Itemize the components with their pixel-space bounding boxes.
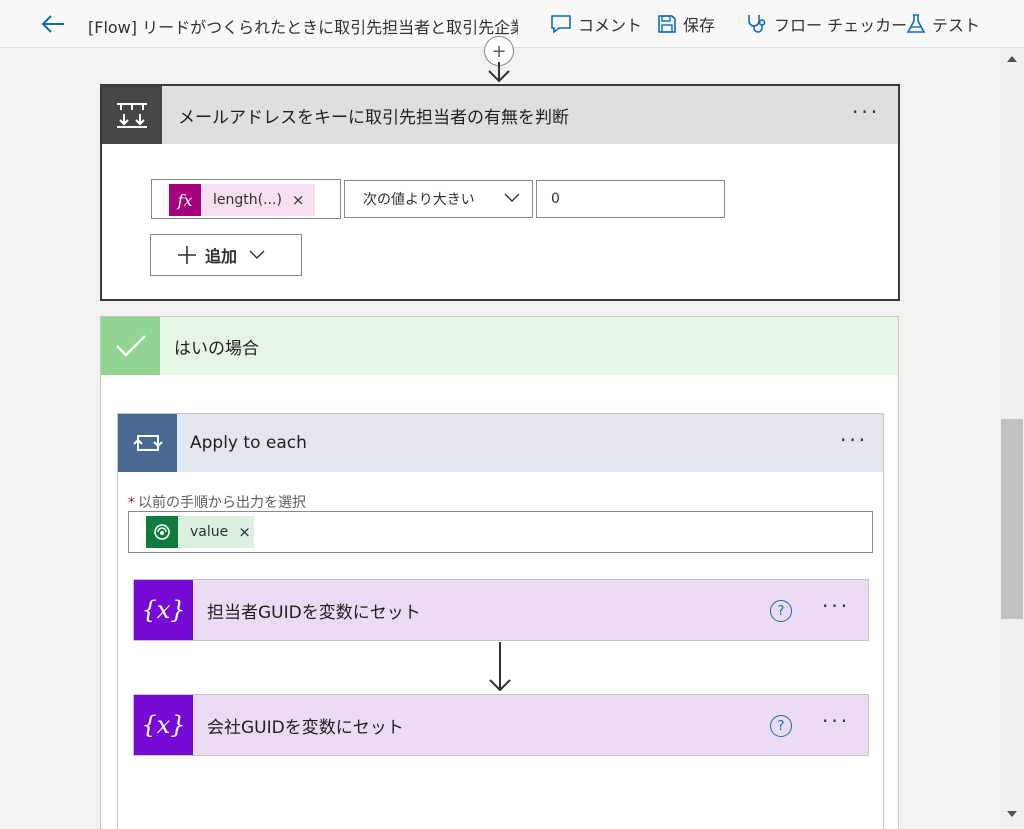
- loop-icon: [118, 414, 177, 472]
- save-icon: [658, 15, 676, 33]
- output-field-label-text: 以前の手順から出力を選択: [138, 495, 306, 511]
- expression-token-label: length(...): [213, 192, 282, 208]
- apply-to-each-more-button[interactable]: ···: [840, 428, 869, 452]
- yes-branch-header: はいの場合: [101, 317, 898, 375]
- checkmark-icon: [101, 317, 160, 375]
- apply-to-each-card: Apply to each ··· *以前の手順から出力を選択 value × …: [117, 413, 884, 829]
- flask-icon: [906, 14, 926, 33]
- comment-icon: [551, 15, 571, 34]
- condition-more-button[interactable]: ···: [852, 100, 881, 124]
- vertical-scrollbar[interactable]: [1000, 48, 1024, 829]
- comment-label: コメント: [578, 16, 643, 35]
- plus-icon: [178, 246, 196, 264]
- fx-icon: fx: [169, 184, 201, 216]
- yes-branch-title: はいの場合: [174, 338, 259, 359]
- previous-output-input[interactable]: value ×: [128, 511, 873, 553]
- action-title: 会社GUIDを変数にセット: [207, 717, 404, 738]
- chevron-down-icon: [504, 193, 520, 202]
- back-arrow-icon: [41, 15, 64, 33]
- condition-card: メールアドレスをキーに取引先担当者の有無を判断 ··· fx length(..…: [100, 84, 900, 301]
- scroll-up-arrow-icon[interactable]: [1000, 54, 1024, 66]
- flow-title: [Flow] リードがつくられたときに取引先担当者と取引先企業: [88, 18, 518, 37]
- comment-button[interactable]: コメント: [550, 12, 642, 36]
- yes-branch: はいの場合 Apply to each ··· *以前の手順から出力を選択 va: [100, 316, 899, 829]
- apply-to-each-title: Apply to each: [190, 433, 307, 453]
- chevron-down-icon: [249, 250, 265, 259]
- command-bar: [Flow] リードがつくられたときに取引先担当者と取引先企業 コメント 保存 …: [0, 0, 1024, 48]
- connector-arrow-icon: [488, 62, 510, 83]
- output-field-label: *以前の手順から出力を選択: [128, 492, 306, 512]
- set-variable-action-2[interactable]: {x} 会社GUIDを変数にセット ? ···: [133, 694, 869, 756]
- action-more-button[interactable]: ···: [822, 594, 851, 618]
- connector-arrow-icon: [489, 642, 511, 692]
- required-mark: *: [128, 495, 135, 511]
- remove-token-button[interactable]: ×: [291, 191, 305, 209]
- stethoscope-icon: [748, 15, 766, 33]
- test-label: テスト: [932, 16, 981, 35]
- operator-select[interactable]: 次の値より大きい: [344, 180, 533, 218]
- save-label: 保存: [683, 16, 716, 35]
- add-label: 追加: [205, 247, 238, 266]
- variable-icon: {x}: [134, 580, 193, 640]
- set-variable-action-1[interactable]: {x} 担当者GUIDを変数にセット ? ···: [133, 579, 869, 641]
- help-icon[interactable]: ?: [770, 600, 792, 622]
- condition-icon: [102, 86, 162, 144]
- dataverse-icon: [146, 516, 178, 548]
- apply-to-each-header[interactable]: Apply to each: [118, 414, 883, 472]
- value-token[interactable]: value ×: [146, 516, 254, 548]
- condition-left-operand[interactable]: fx length(...) ×: [151, 179, 341, 219]
- help-icon[interactable]: ?: [770, 715, 792, 737]
- scrollbar-thumb[interactable]: [1001, 419, 1023, 619]
- add-row-button[interactable]: 追加: [150, 234, 302, 276]
- condition-title: メールアドレスをキーに取引先担当者の有無を判断: [178, 107, 569, 128]
- action-more-button[interactable]: ···: [822, 709, 851, 733]
- remove-token-button[interactable]: ×: [238, 523, 251, 541]
- value-token-label: value: [190, 524, 229, 540]
- flow-checker-label: フロー チェッカー: [774, 16, 908, 35]
- expression-token[interactable]: fx length(...) ×: [169, 184, 315, 216]
- condition-header[interactable]: メールアドレスをキーに取引先担当者の有無を判断: [102, 86, 898, 144]
- condition-value-input[interactable]: 0: [536, 180, 725, 218]
- operator-value: 次の値より大きい: [363, 192, 475, 208]
- variable-icon: {x}: [134, 695, 193, 755]
- back-button[interactable]: [40, 12, 66, 36]
- action-title: 担当者GUIDを変数にセット: [207, 602, 421, 623]
- test-button[interactable]: テスト: [906, 12, 980, 36]
- save-button[interactable]: 保存: [657, 12, 715, 36]
- flow-checker-button[interactable]: フロー チェッカー: [746, 12, 907, 36]
- scroll-down-arrow-icon[interactable]: [1000, 811, 1024, 823]
